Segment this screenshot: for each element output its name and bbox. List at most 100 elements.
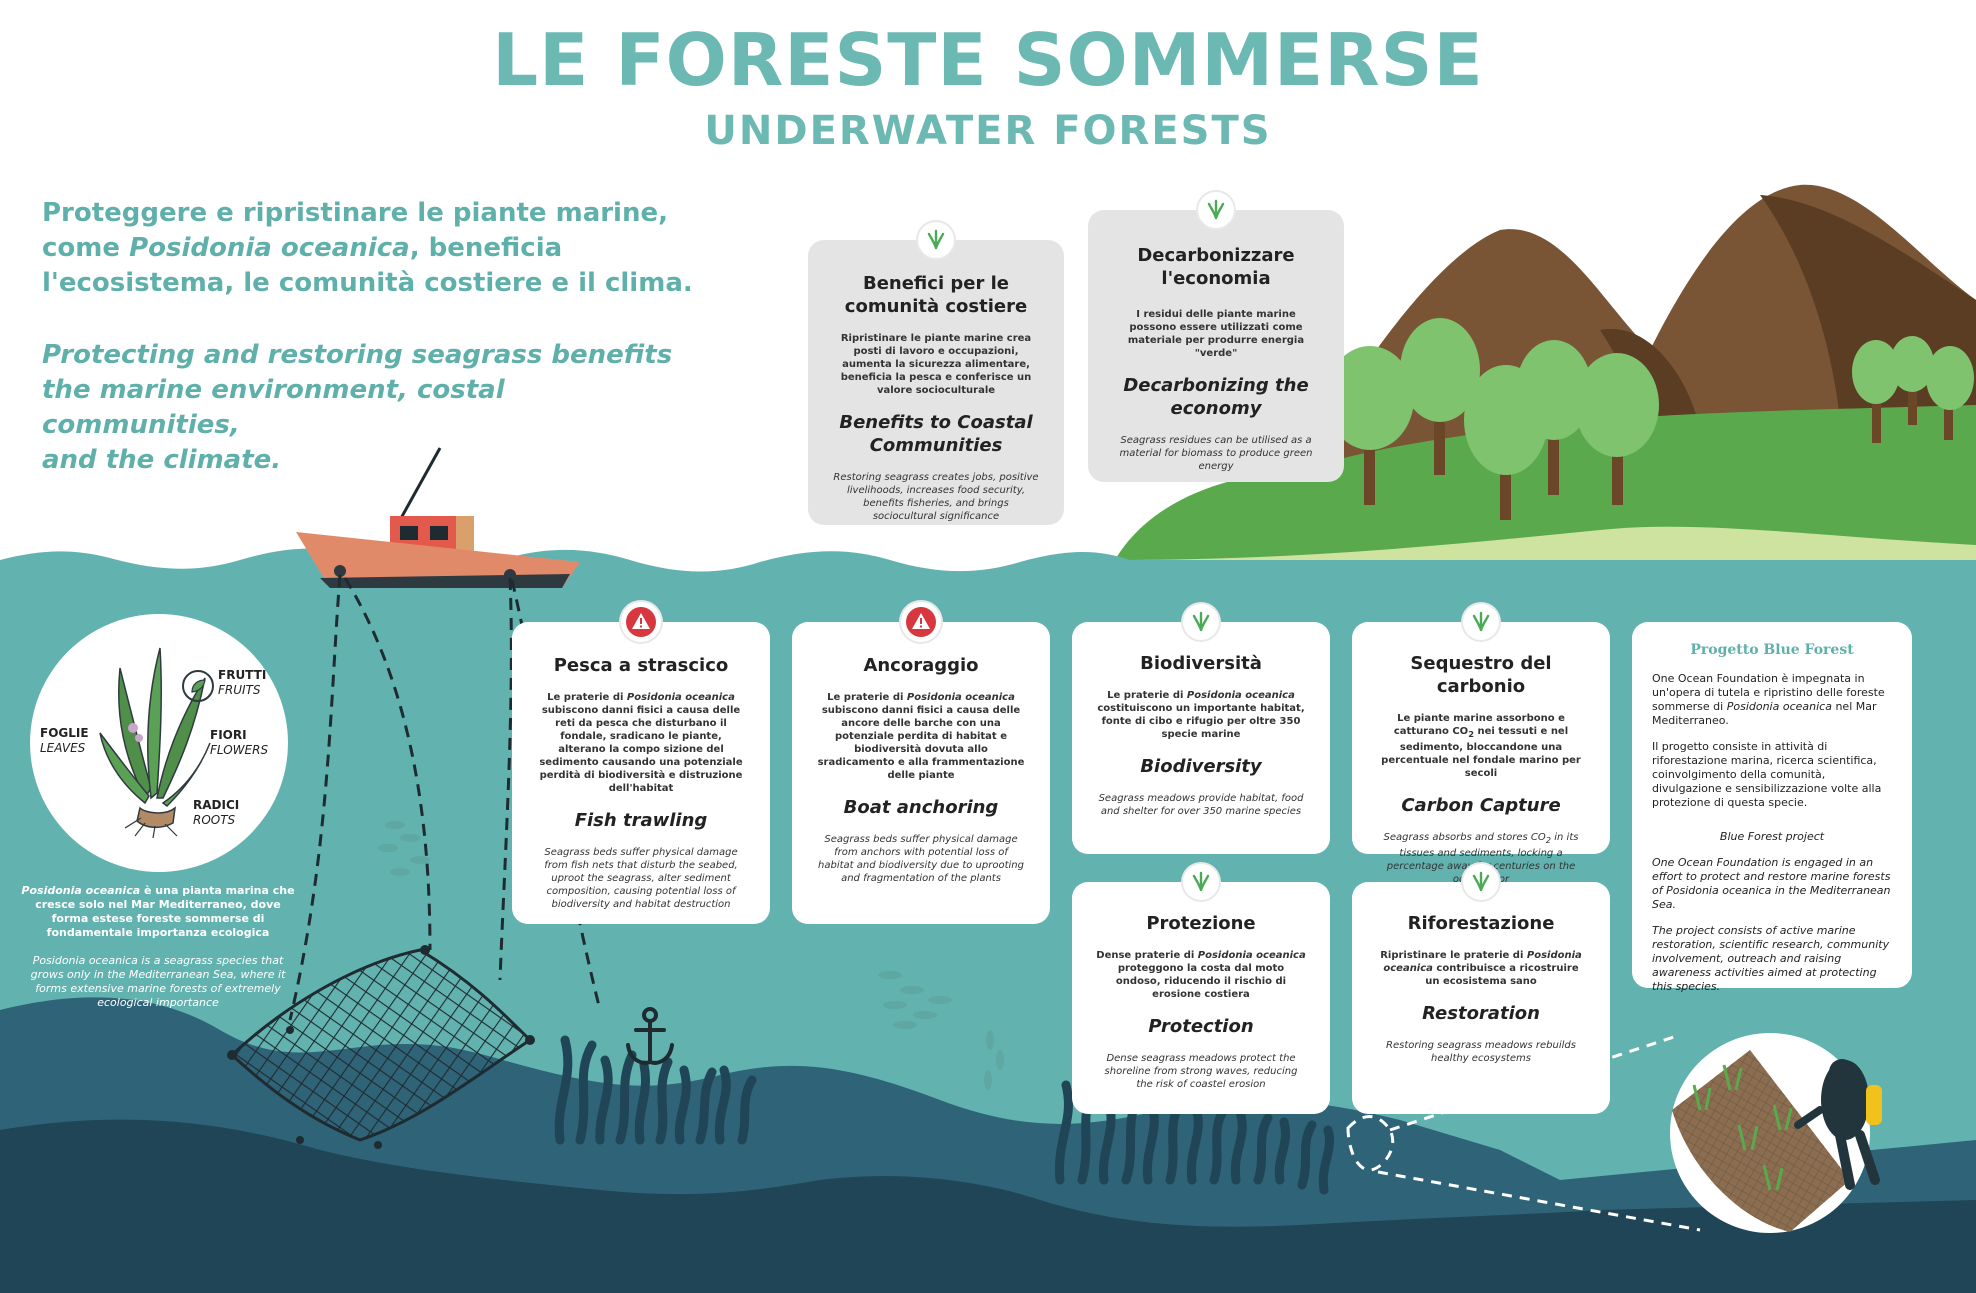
species-name: Posidonia oceanica	[1197, 950, 1306, 961]
card-fish-trawling: Pesca a strascico Le praterie di Posidon…	[512, 602, 770, 924]
intro-en-line-1: Protecting and restoring seagrass benefi…	[42, 340, 673, 370]
card-title-en: Restoration	[1422, 1003, 1540, 1024]
card-title: Biodiversità	[1140, 653, 1262, 674]
card-title-en: Boat anchoring	[843, 797, 999, 818]
text-part: Le praterie di	[547, 692, 627, 703]
label-it: FIORI	[210, 728, 247, 742]
intro-english: Protecting and restoring seagrass benefi…	[42, 338, 702, 478]
card-carbon-capture: Sequestro del carbonio Le piante marine …	[1352, 604, 1610, 885]
card-title-en: Benefits to Coastal Communities	[839, 412, 1033, 456]
text-part: is a seagrass species that grows only in…	[30, 954, 286, 1009]
text-part: One Ocean Foundation è impegnata in un'o…	[1652, 672, 1885, 713]
text-part: proteggono la costa dal moto ondoso, rid…	[1115, 963, 1287, 1000]
card-title-en: Carbon Capture	[1401, 795, 1561, 816]
card-title: Pesca a strascico	[553, 655, 729, 676]
species-name: Posidonia oceanica	[21, 884, 141, 897]
text-part: costituiscono un importante habitat, fon…	[1097, 703, 1305, 740]
intro-en-line-2: the marine environment, costal communiti…	[42, 375, 505, 440]
trawl-net	[227, 945, 535, 1149]
warning-icon	[901, 602, 941, 642]
trees	[1326, 318, 1974, 520]
text-part: Dense praterie di	[1096, 950, 1198, 961]
card-text-en: Seagrass meadows provide habitat, food a…	[1098, 793, 1304, 817]
intro-it-line-3: l'ecosistema, le comunità costiere e il …	[42, 268, 693, 298]
card-title-en: Biodiversity	[1140, 756, 1262, 777]
fruit-icon	[182, 670, 214, 702]
label-it: FRUTTI	[218, 668, 267, 682]
seagrass-icon	[1183, 864, 1219, 900]
species-name: Posidonia oceanica	[906, 692, 1015, 703]
blue-forest-panel: Progetto Blue Forest One Ocean Foundatio…	[1632, 622, 1912, 993]
card-title: Benefici per le comunità costiere	[844, 273, 1028, 317]
warning-icon	[621, 602, 661, 642]
card-restoration: Riforestazione Ripristinare le praterie …	[1352, 864, 1610, 1114]
blue-forest-title: Progetto Blue Forest	[1690, 642, 1854, 658]
card-text-en: Restoring seagrass meadows rebuilds heal…	[1386, 1040, 1576, 1064]
card-title: Riforestazione	[1407, 913, 1555, 934]
fish-school	[378, 821, 1004, 1090]
intro-it-line-2: come Posidonia oceanica, beneficia	[42, 231, 702, 266]
blue-forest-p3: One Ocean Foundation is engaged in an ef…	[1652, 856, 1891, 911]
label-en: FRUITS	[218, 683, 261, 697]
blue-forest-p2: Il progetto consiste in attività di rifo…	[1652, 740, 1882, 809]
label-it: FOGLIE	[40, 726, 89, 740]
text-part: Ripristinare le praterie di	[1380, 950, 1527, 961]
text-part: Le piante marine assorbono e catturano C…	[1393, 713, 1565, 737]
label-en: LEAVES	[40, 741, 86, 755]
card-text-it: Dense praterie di Posidonia oceanica pro…	[1096, 949, 1306, 1001]
seagrass-icon	[1463, 864, 1499, 900]
card-title: Protezione	[1146, 913, 1256, 934]
diver-scene	[1670, 1033, 1882, 1233]
text-part: Le praterie di	[827, 692, 907, 703]
intro-en-line-3: and the climate.	[42, 445, 282, 475]
card-text-it: Le piante marine assorbono e catturano C…	[1376, 712, 1586, 780]
card-text-it: Le praterie di Posidonia oceanica costit…	[1096, 689, 1306, 741]
subscript: 2	[1545, 835, 1552, 845]
card-text-en: Seagrass beds suffer physical damage fro…	[544, 847, 738, 910]
intro-it-species: Posidonia oceanica	[129, 233, 410, 263]
species-name: Posidonia oceanica	[32, 954, 138, 967]
text-part: Le praterie di	[1107, 690, 1187, 701]
text-part: nei tessuti e nel sedimento, bloccandone…	[1381, 726, 1581, 779]
species-name: Posidonia oceanica	[1383, 950, 1582, 974]
card-title-en: Decarbonizing the economy	[1123, 375, 1309, 419]
posidonia-plant-illustration	[99, 647, 211, 838]
text-part: subiscono danni fisici a causa delle anc…	[817, 705, 1025, 781]
label-en: ROOTS	[193, 813, 236, 827]
card-text-it: I residui delle piante marine possono es…	[1127, 309, 1305, 359]
card-protection: Protezione Dense praterie di Posidonia o…	[1072, 864, 1330, 1114]
island	[1112, 184, 1976, 575]
card-benefits-coastal: Benefici per le comunità costiere Ripris…	[808, 222, 1064, 525]
seagrass-icon	[918, 222, 954, 258]
species-name: Posidonia oceanica	[1186, 690, 1295, 701]
subscript: 2	[1468, 729, 1474, 739]
card-title-en: Protection	[1148, 1016, 1254, 1037]
seagrass-icon	[1183, 604, 1219, 640]
fishing-boat	[296, 447, 580, 588]
seagrass-icon	[1198, 192, 1234, 228]
card-title: Decarbonizzare l'economia	[1137, 245, 1295, 289]
anchor	[626, 1007, 674, 1065]
seagrass-icon	[1463, 604, 1499, 640]
card-text-en: Dense seagrass meadows protect the shore…	[1104, 1053, 1298, 1090]
card-title-en: Fish trawling	[574, 810, 708, 831]
blue-forest-p1: One Ocean Foundation è impegnata in un'o…	[1652, 672, 1892, 728]
label-en: FLOWERS	[210, 743, 269, 757]
intro-italian: Proteggere e ripristinare le piante mari…	[42, 196, 702, 301]
intro-it-line-1: Proteggere e ripristinare le piante mari…	[42, 198, 668, 228]
text-part: Seagrass absorbs and stores CO	[1383, 832, 1546, 843]
card-text-it: Le praterie di Posidonia oceanica subisc…	[816, 691, 1026, 782]
species-name: Posidonia oceanica	[1726, 700, 1832, 713]
blue-forest-p4: The project consists of active marine re…	[1652, 924, 1890, 993]
posidonia-en: Posidonia oceanica is a seagrass species…	[18, 954, 298, 1010]
card-text-it: Ripristinare le praterie di Posidonia oc…	[1376, 949, 1586, 988]
intro-it-2c: , beneficia	[409, 233, 563, 263]
label-it: RADICI	[193, 798, 240, 812]
posidonia-it: Posidonia oceanica è una pianta marina c…	[18, 884, 298, 940]
text-part: contribuisce a ricostruire un ecosistema…	[1425, 963, 1579, 987]
